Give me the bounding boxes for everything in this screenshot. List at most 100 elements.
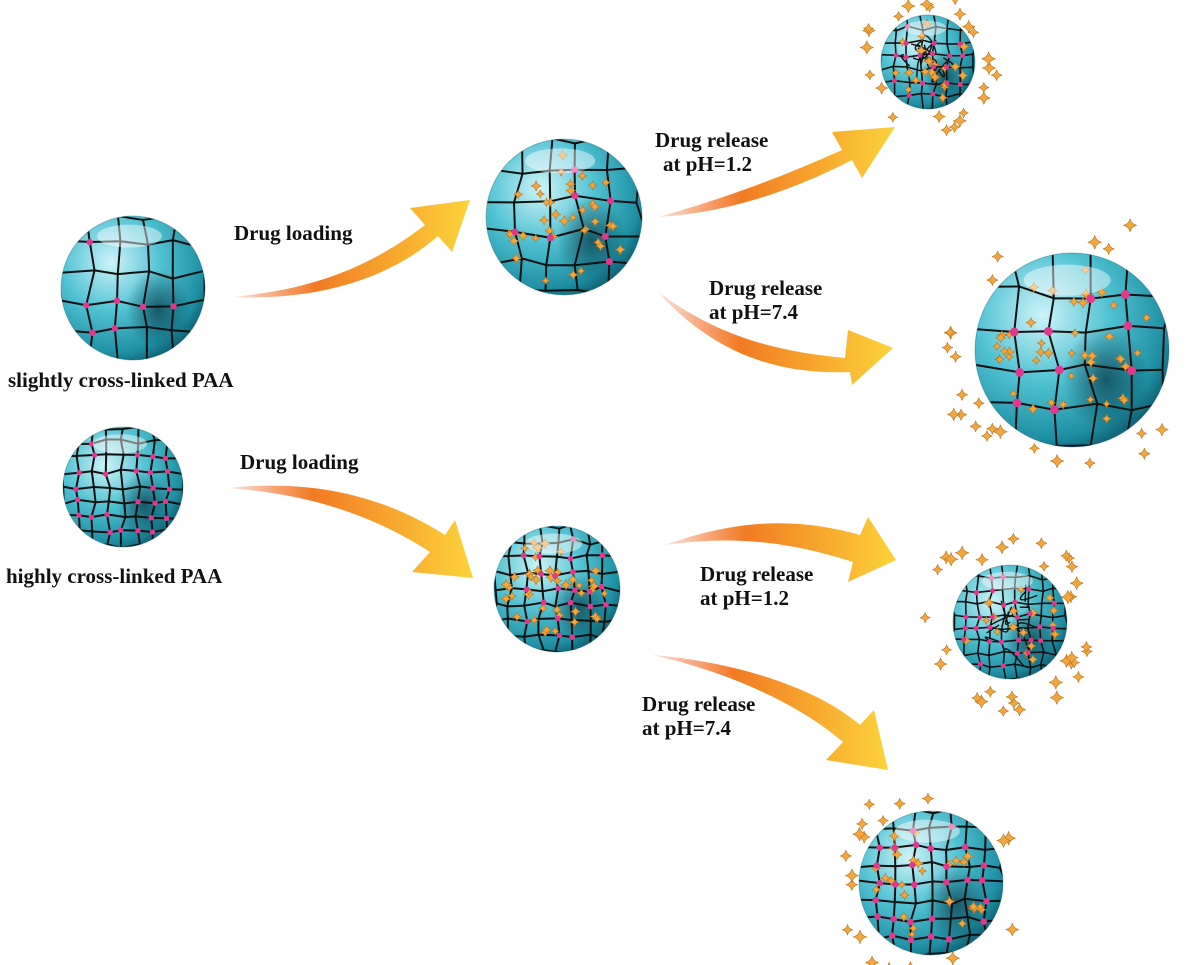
drug-molecule-icon [1067, 371, 1076, 381]
crosslink-point [874, 913, 881, 920]
drug-molecule-icon [983, 597, 995, 608]
crosslink-point [890, 915, 897, 923]
drug-molecule-icon [512, 611, 522, 622]
drug-molecule-icon [937, 92, 948, 103]
crosslink-point [943, 878, 950, 886]
crosslink-point [1038, 638, 1044, 644]
drug-molecule-icon [997, 705, 1009, 717]
drug-molecule-icon [969, 420, 982, 433]
crosslink-point [876, 879, 884, 887]
drug-molecule-icon [993, 424, 1008, 439]
crosslink-point [546, 234, 554, 242]
drug-molecule-icon [922, 792, 934, 805]
sphere-slightly-released-base [941, 218, 1170, 469]
drug-molecule-icon [535, 189, 545, 199]
crosslink-point [944, 80, 950, 86]
drug-molecule-icon [871, 884, 882, 895]
drug-molecule-icon [1035, 537, 1048, 549]
crosslink-point [601, 232, 609, 240]
drug-molecule-icon [1007, 532, 1020, 545]
drug-molecule-icon [982, 61, 996, 75]
sphere-gloss [525, 533, 583, 554]
drug-molecule-icon [517, 230, 529, 242]
crosslink-point [1015, 367, 1025, 377]
drug-molecule-icon [957, 918, 968, 929]
drug-molecule-icon [577, 171, 588, 181]
crosslink-point [1043, 326, 1053, 336]
polymer-network [61, 216, 205, 360]
crosslink-point [909, 861, 916, 869]
drug-molecule-icon [944, 326, 956, 338]
drug-molecule-icon [1087, 235, 1102, 250]
crosslink-point [556, 632, 563, 639]
drug-molecule-icon [601, 177, 611, 188]
crosslink-point [962, 625, 969, 631]
crosslink-point [928, 915, 936, 923]
drug-molecule-icon [932, 564, 943, 575]
crosslink-point [555, 585, 562, 592]
crosslink-point [957, 41, 963, 47]
crosslink-point [89, 329, 96, 337]
crosslink-point [605, 258, 613, 266]
label-release-top-base: Drug release at pH=7.4 [709, 276, 822, 324]
crosslink-point [571, 192, 579, 200]
drug-molecule-icon [580, 226, 589, 235]
drug-molecule-icon [995, 354, 1005, 365]
crosslink-point [540, 599, 547, 606]
drug-molecule-icon [992, 341, 1002, 351]
drug-molecule-icon [949, 350, 962, 363]
drug-molecule-icon [1120, 361, 1131, 372]
crosslink-point [76, 470, 82, 476]
crosslink-point [1037, 624, 1043, 630]
drug-molecule-icon [1048, 675, 1063, 690]
drug-molecule-icon [500, 593, 512, 604]
crosslink-point [1123, 321, 1133, 331]
drug-molecule-icon [589, 201, 600, 212]
drug-molecule-icon [500, 579, 512, 591]
sphere-gloss [1023, 264, 1111, 296]
drug-molecule-icon [1028, 654, 1038, 665]
drug-molecule-icon [513, 189, 523, 200]
drug-molecule-icon [570, 606, 581, 617]
crosslink-point [135, 527, 141, 534]
drug-molecule-icon [898, 912, 909, 923]
crosslink-point [88, 514, 95, 520]
drug-molecule-icon [897, 880, 906, 889]
crosslink-point [1014, 650, 1020, 656]
drug-molecule-icon [524, 568, 535, 580]
drug-molecule-icon [1032, 356, 1041, 365]
crosslink-point [947, 53, 953, 59]
drug-molecule-icon [576, 266, 586, 276]
drug-molecule-icon [539, 215, 549, 226]
drug-molecule-icon [863, 798, 875, 810]
crosslink-point [74, 497, 81, 503]
crosslink-point [980, 918, 987, 925]
drug-molecule-icon [1116, 354, 1126, 364]
drug-molecule-icon [1070, 328, 1080, 338]
crosslink-point [1000, 574, 1006, 580]
drug-molecule-icon [943, 896, 955, 908]
drug-molecule-icon [995, 540, 1009, 554]
label-release-bottom-base-line1: Drug release [642, 692, 756, 716]
crosslink-point [909, 827, 917, 835]
crosslink-point [170, 303, 177, 310]
drug-molecule-icon [1138, 447, 1151, 460]
drug-molecule-icon [888, 830, 900, 842]
crosslink-point [931, 40, 937, 46]
drug-molecule-icon [1096, 286, 1108, 298]
drug-molecule-icon [1065, 650, 1079, 665]
drug-molecule-icon [1155, 423, 1169, 437]
drug-molecule-icon [550, 209, 562, 220]
crosslink-point [961, 636, 967, 642]
drug-molecule-icon [920, 66, 931, 77]
drug-molecule-icon [880, 873, 891, 884]
label-release-bottom-base: Drug release at pH=7.4 [642, 692, 755, 740]
crosslink-point [903, 54, 909, 60]
crosslink-point [107, 529, 113, 536]
drug-molecule-icon [1077, 297, 1089, 309]
crosslink-point [134, 452, 141, 458]
drug-molecule-icon [1085, 356, 1097, 368]
drug-molecule-icon [1060, 549, 1073, 562]
drug-molecule-icon [950, 61, 961, 72]
crosslink-point [162, 498, 169, 504]
